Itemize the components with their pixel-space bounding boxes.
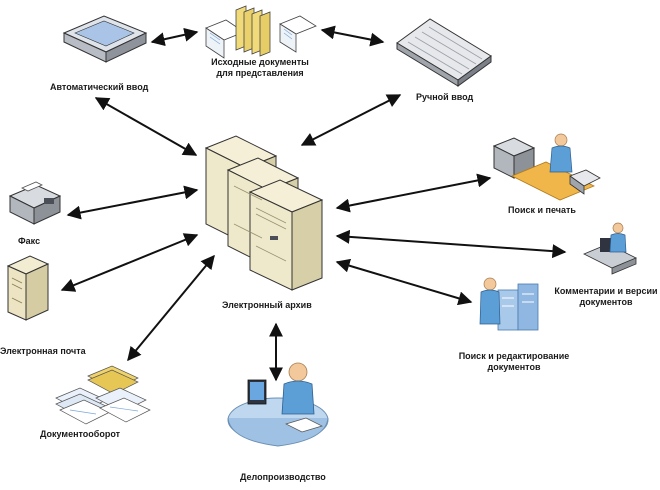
label-workflow: Документооборот (40, 429, 121, 439)
print-station-icon (492, 133, 601, 201)
arrow-workflow-archive (127, 254, 215, 362)
label-search-print: Поиск и печать (508, 205, 576, 215)
documents-stack-icon (205, 5, 317, 59)
label-manual-input: Ручной ввод (416, 92, 474, 102)
arrow-scanner-documents (150, 27, 199, 47)
arrow-mail-archive (60, 233, 199, 292)
label-search-edit: Поиск и редактирование документов (444, 351, 584, 373)
label-auto-input: Автоматический ввод (50, 82, 149, 92)
arrow-auto-input-archive (94, 97, 198, 156)
label-comments-versions: Комментарии и версии документов (552, 286, 660, 308)
label-records: Делопроизводство (240, 472, 326, 482)
scanner-icon (62, 15, 148, 63)
mail-server-icon (6, 255, 50, 321)
label-archive: Электронный архив (222, 300, 312, 310)
arrow-comments-archive (335, 229, 567, 259)
arrow-documents-keyboard (320, 25, 385, 47)
arrow-edit-archive (335, 258, 473, 306)
label-email: Электронная почта (0, 346, 86, 356)
arrow-print-archive (335, 173, 492, 213)
label-source-documents: Исходные документы для представления (190, 57, 330, 79)
workstation-icon (583, 222, 637, 275)
fax-icon (8, 181, 62, 225)
keyboard-icon (396, 18, 492, 87)
label-search-edit-line1: Поиск и редактирование (458, 351, 570, 361)
arrow-fax-archive (66, 185, 199, 220)
label-source-documents-line1: Исходные документы (211, 57, 309, 67)
label-comments-line2: документов (579, 297, 633, 307)
label-search-edit-line2: документов (487, 362, 541, 372)
connector-arrows (60, 25, 567, 382)
label-fax: Факс (18, 236, 41, 246)
server-cluster-icon (204, 135, 324, 291)
clerk-at-desk-icon (227, 362, 329, 447)
edit-user-icon (479, 277, 539, 331)
label-source-documents-line2: для представления (216, 68, 304, 78)
workflow-documents-icon (55, 365, 151, 425)
label-comments-line1: Комментарии и версии (554, 286, 658, 296)
arrow-manual-input-archive (300, 94, 402, 146)
